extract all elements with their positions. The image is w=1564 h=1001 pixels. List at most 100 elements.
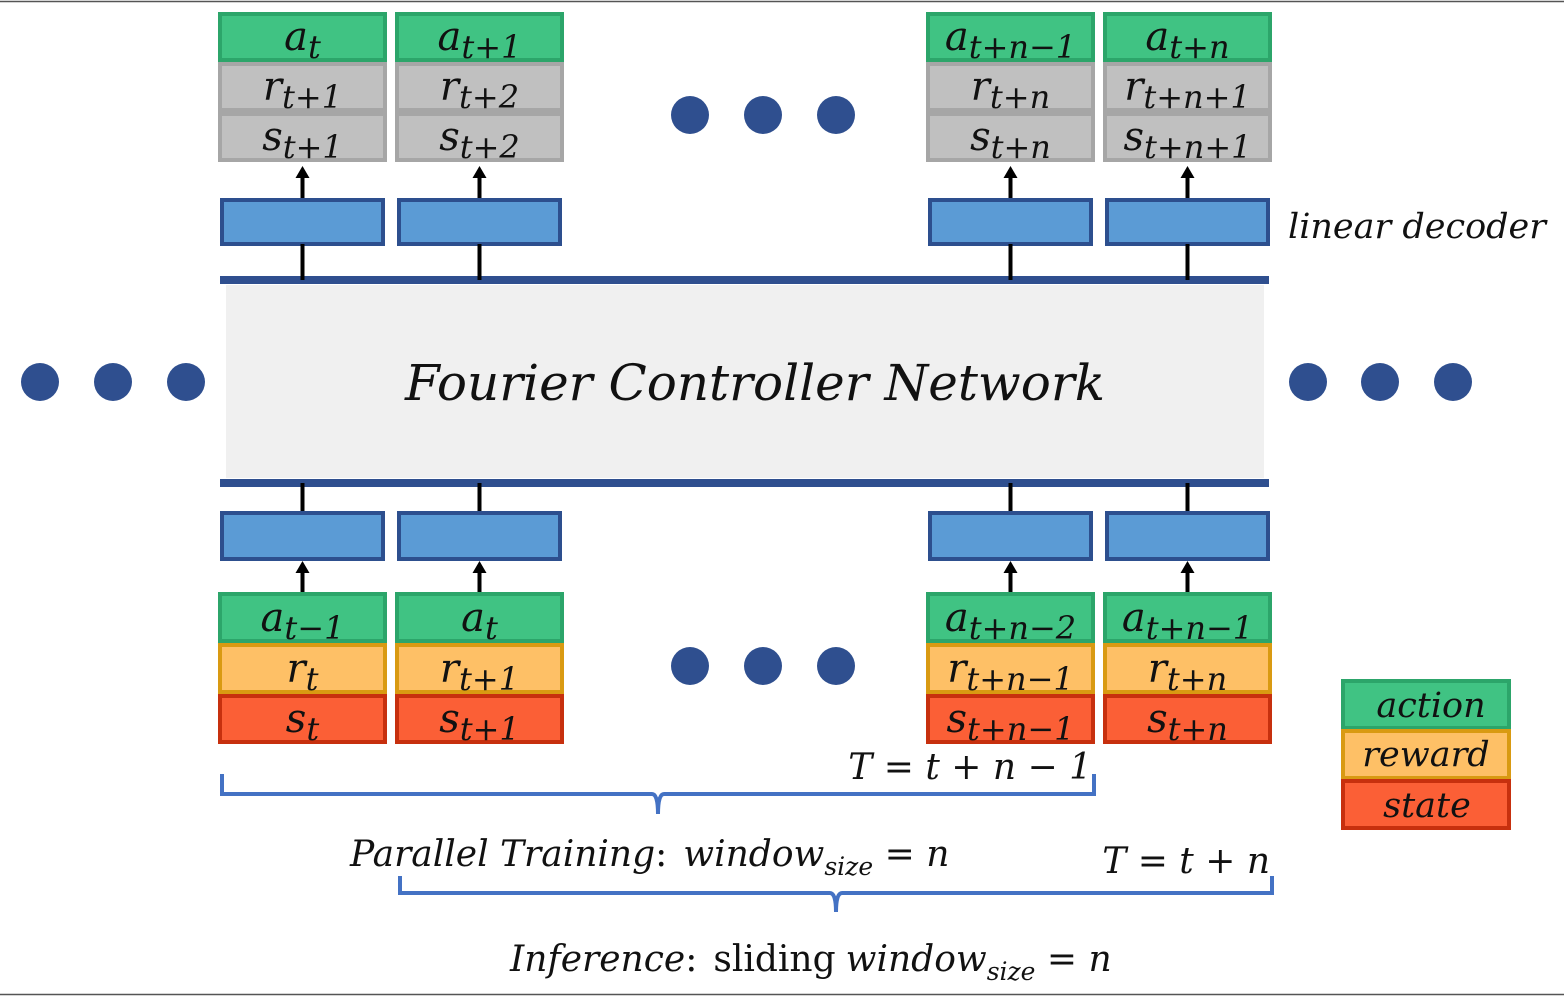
output-reward-label: rt+n+1	[1124, 64, 1251, 116]
output-reward-symbol: r	[263, 64, 285, 110]
input-reward-symbol: r	[947, 646, 969, 692]
output-action-symbol: a	[284, 14, 308, 60]
dot	[1434, 363, 1472, 401]
output-action-label: at+1	[438, 14, 522, 66]
output-action-symbol: a	[438, 14, 462, 60]
dot	[817, 96, 855, 134]
inference-window-sub: size	[987, 957, 1036, 986]
input-state-subscript: t+n	[1168, 710, 1228, 748]
output-reward-subscript: t+1	[282, 78, 342, 116]
output-state-subscript: t+1	[283, 128, 343, 166]
input-state-symbol: s	[439, 696, 460, 742]
input-action-label: at+n−1	[1122, 595, 1253, 647]
output-state-subscript: t+n+1	[1144, 128, 1251, 166]
linear-decoder-block	[220, 198, 385, 246]
linear-decoder-block	[397, 198, 562, 246]
input-state-cell	[1103, 694, 1272, 744]
output-state-subscript: t+n	[991, 128, 1051, 166]
input-state-label: st	[286, 696, 320, 748]
output-action-label: at	[284, 14, 321, 66]
input-state-symbol: s	[1147, 696, 1168, 742]
legend-reward-swatch	[1341, 729, 1511, 780]
input-reward-cell	[926, 643, 1095, 694]
input-reward-subscript: t+n	[1167, 660, 1227, 698]
inference-window-word: window	[846, 939, 987, 980]
inference-caption-colon: :	[685, 939, 697, 980]
output-state-label: st+2	[439, 114, 520, 166]
input-action-symbol: a	[1122, 595, 1146, 641]
output-state-label: st+1	[262, 114, 343, 166]
input-reward-cell	[1103, 643, 1272, 694]
training-caption-colon: :	[655, 834, 667, 875]
output-reward-symbol: r	[1124, 64, 1146, 110]
input-action-cell	[218, 592, 387, 643]
output-action-subscript: t	[308, 28, 321, 66]
output-reward-label: rt+1	[263, 64, 342, 116]
input-state-label: st+1	[439, 696, 520, 748]
dot	[671, 647, 709, 685]
output-state-subscript: t+2	[460, 128, 520, 166]
input-reward-label: rt+n	[1148, 646, 1227, 698]
training-brace	[220, 774, 1096, 815]
linear-decoder-label: linear decoder	[1288, 207, 1548, 247]
decoder-output-arrow-head	[295, 166, 310, 178]
training-window-word: window	[683, 834, 824, 875]
output-state-cell	[926, 112, 1095, 162]
right-ellipsis-dots	[1289, 363, 1472, 401]
output-action-subscript: t+n	[1169, 28, 1229, 66]
inference-end-label: T = t + n	[1102, 841, 1270, 882]
inference-sliding-word: sliding	[713, 939, 835, 980]
input-state-cell	[926, 694, 1095, 744]
input-state-subscript: t+1	[460, 710, 520, 748]
legend-state-label: state	[1383, 786, 1471, 826]
input-action-symbol: a	[461, 595, 485, 641]
dot	[744, 96, 782, 134]
output-reward-subscript: t+n+1	[1143, 78, 1250, 116]
input-reward-subscript: t+1	[459, 660, 519, 698]
input-action-label: at	[461, 595, 498, 647]
dot	[817, 647, 855, 685]
output-action-cell	[218, 12, 387, 62]
input-state-label: st+n	[1147, 696, 1228, 748]
decoder-output-arrow-head	[472, 166, 487, 178]
encoder-input-arrow-head	[1003, 561, 1018, 573]
input-reward-cell	[218, 643, 387, 694]
inference-caption-name: Inference	[509, 939, 685, 980]
input-action-cell	[926, 592, 1095, 643]
input-state-cell	[218, 694, 387, 744]
output-state-symbol: s	[262, 114, 283, 160]
output-state-label: st+n+1	[1124, 114, 1252, 166]
input-reward-subscript: t	[306, 660, 319, 698]
input-reward-symbol: r	[440, 646, 462, 692]
decoder-output-arrow-head	[1180, 166, 1195, 178]
output-action-symbol: a	[945, 14, 969, 60]
output-reward-symbol: r	[440, 64, 462, 110]
legend-reward-label: reward	[1362, 735, 1489, 775]
input-reward-cell	[395, 643, 564, 694]
input-encoder-block	[1105, 511, 1270, 561]
output-action-subscript: t+1	[461, 28, 521, 66]
output-reward-label: rt+2	[440, 64, 519, 116]
input-action-label: at−1	[261, 595, 345, 647]
input-action-subscript: t+n−1	[1146, 609, 1253, 647]
dot	[1289, 363, 1327, 401]
input-state-symbol: s	[947, 696, 968, 742]
output-action-symbol: a	[1145, 14, 1169, 60]
output-reward-subscript: t+2	[459, 78, 519, 116]
inference-brace	[398, 876, 1274, 913]
output-reward-subscript: t+n	[990, 78, 1050, 116]
input-action-cell	[1103, 592, 1272, 643]
output-action-label: at+n	[1145, 14, 1229, 66]
encoder-input-arrow-head	[1180, 561, 1195, 573]
legend: action reward state	[1341, 679, 1511, 830]
input-reward-symbol: r	[287, 646, 309, 692]
dot	[671, 96, 709, 134]
input-state-subscript: t+n−1	[967, 710, 1074, 748]
decoder-output-arrow-head	[1003, 166, 1018, 178]
bottom-ellipsis-dots	[671, 647, 855, 685]
output-state-cell	[218, 112, 387, 162]
output-action-cell	[1103, 12, 1272, 62]
dot	[94, 363, 132, 401]
legend-state-swatch	[1341, 779, 1511, 830]
